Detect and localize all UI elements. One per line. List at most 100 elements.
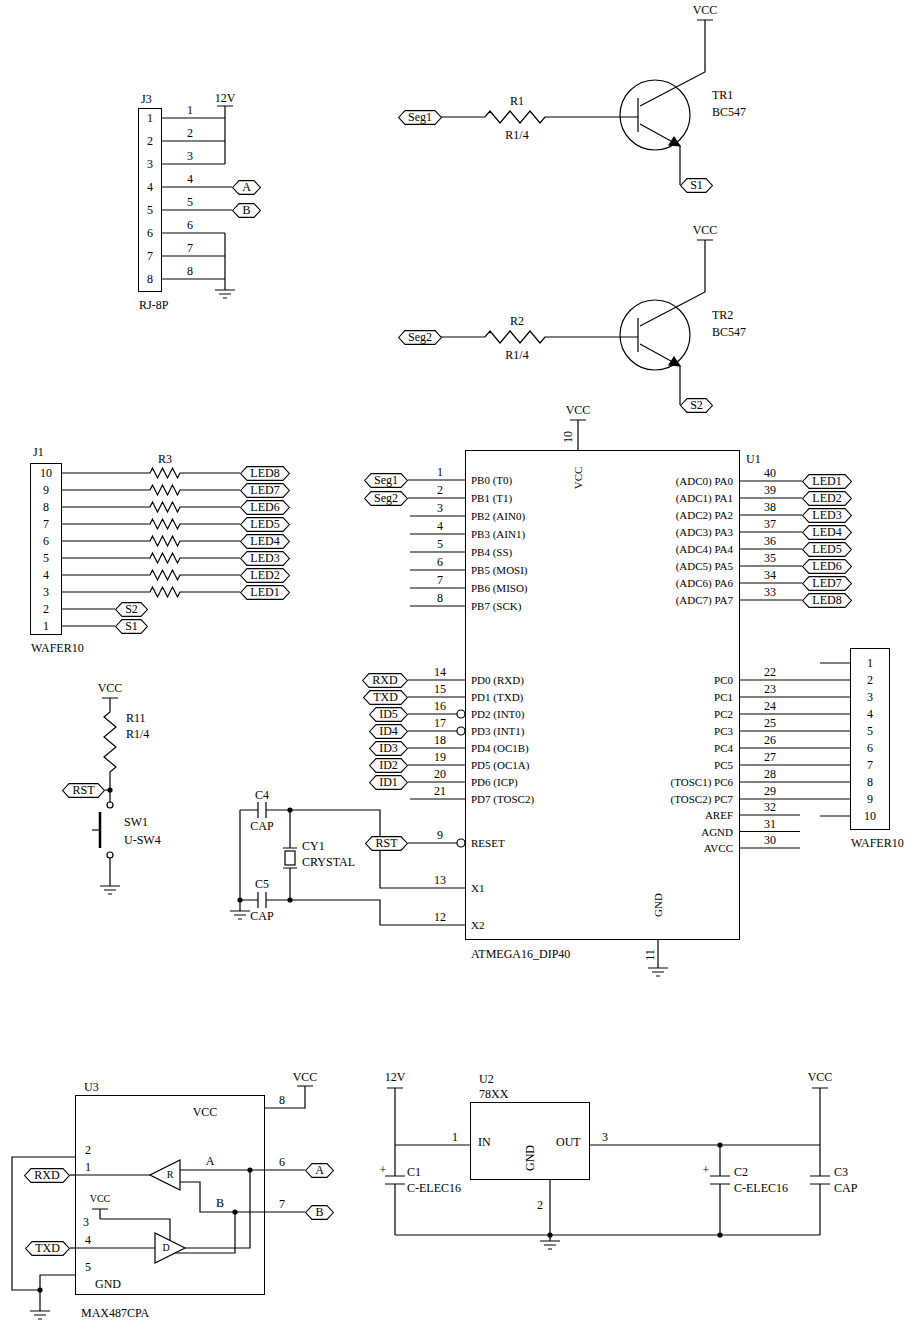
schematic-label: 18 — [434, 734, 446, 746]
ground-symbol — [648, 962, 668, 976]
schematic-label: 12 — [434, 911, 446, 923]
wire — [265, 1211, 305, 1212]
schematic-label: 21 — [434, 785, 446, 797]
schematic-label: C4 — [255, 789, 269, 801]
part-name: J1 — [33, 446, 44, 458]
net-flag-outline — [370, 724, 408, 738]
net-label: S2 — [115, 602, 148, 617]
schematic-label: TR2 — [712, 309, 733, 321]
part-name: WAFER10 — [851, 837, 904, 849]
schematic-label: 9 — [437, 829, 443, 841]
net-label: ID2 — [369, 758, 408, 773]
net-name: LED3 — [250, 552, 279, 564]
schematic-label: R1 — [510, 95, 524, 107]
net-label: LED4 — [802, 525, 852, 540]
wire — [408, 497, 465, 498]
net-name: LED6 — [812, 560, 841, 572]
wire — [740, 531, 802, 532]
capacitor-symbol — [258, 802, 266, 908]
schematic-label: PD3 (INT1) — [471, 726, 524, 737]
part-name: ATMEGA16_DIP40 — [471, 948, 570, 960]
net-label: LED5 — [802, 542, 852, 557]
schematic-label: 28 — [764, 768, 776, 780]
wire — [408, 479, 465, 480]
schematic-label: PD5 (OC1A) — [471, 760, 529, 771]
schematic-label: 9 — [43, 484, 49, 496]
transistor-arrow — [669, 357, 680, 366]
schematic-label: VCC — [693, 4, 718, 16]
schematic-label: 17 — [434, 717, 446, 729]
schematic-label: 4 — [147, 181, 153, 193]
transistor-arrow — [669, 137, 680, 146]
schematic-label: A — [206, 1155, 215, 1167]
net-name: LED5 — [250, 518, 279, 530]
schematic-label: BC547 — [712, 326, 746, 338]
schematic-label: PB7 (SCK) — [471, 601, 521, 612]
net-name: LED6 — [250, 501, 279, 513]
part-name: J3 — [141, 93, 152, 105]
power-symbol — [387, 1088, 403, 1098]
transistor-symbol — [620, 80, 690, 150]
net-name: B — [315, 1206, 323, 1218]
net-label: ID1 — [369, 775, 408, 790]
schematic-label: 2 — [85, 1144, 91, 1156]
schematic-label: CAP — [250, 910, 273, 922]
wire — [740, 798, 850, 799]
net-label: RXD — [24, 1168, 70, 1183]
net-flag-outline — [803, 593, 852, 607]
transistor-symbol — [620, 300, 690, 370]
part-name: RJ-8P — [139, 299, 168, 311]
net-label: B — [305, 1205, 334, 1220]
net-name: S2 — [125, 603, 138, 615]
ground-symbol — [215, 284, 235, 298]
schematic-label: CAP — [834, 1182, 857, 1194]
net-label: ID4 — [369, 724, 408, 739]
schematic-label: R — [167, 1170, 174, 1180]
net-label: LED6 — [240, 500, 290, 515]
schematic-label: 5 — [187, 196, 193, 208]
net-label: RXD — [362, 673, 408, 688]
schematic-label: 30 — [764, 834, 776, 846]
schematic-label: 39 — [764, 484, 776, 496]
wire — [740, 696, 850, 697]
net-name: LED1 — [812, 475, 841, 487]
wire — [740, 599, 802, 600]
schematic-label: PD7 (TOSC2) — [471, 794, 534, 805]
schematic-label: VCC — [90, 1194, 111, 1204]
schematic-label: 2 — [187, 127, 193, 139]
net-flag-outline — [63, 783, 105, 797]
schematic-label: C5 — [255, 878, 269, 890]
schematic-label: VCC — [808, 1071, 833, 1083]
net-flag-outline — [399, 330, 442, 344]
schematic-label: 6 — [279, 1156, 285, 1168]
net-label: A — [232, 180, 261, 195]
schematic-label: PD0 (RXD) — [471, 675, 524, 686]
part-name: 78XX — [479, 1088, 508, 1100]
net-name: LED8 — [250, 467, 279, 479]
wire — [395, 1098, 820, 1235]
schematic-label: C-ELEC16 — [407, 1182, 461, 1194]
schematic-label: 6 — [43, 535, 49, 547]
schematic-label: AVCC — [704, 843, 733, 854]
net-label: S1 — [680, 178, 713, 193]
net-flag-outline — [681, 398, 713, 412]
schematic-label: (ADC2) PA2 — [676, 510, 733, 521]
net-flag-outline — [241, 534, 290, 548]
driver-symbol — [155, 1233, 185, 1263]
schematic-label: PD2 (INT0) — [471, 709, 524, 720]
net-label: RST — [365, 836, 408, 851]
schematic-label: 5 — [85, 1261, 91, 1273]
schematic-label: 5 — [43, 552, 49, 564]
wire — [12, 1096, 305, 1305]
net-flag-outline — [803, 491, 852, 505]
wire — [408, 679, 465, 680]
net-flag-outline — [233, 203, 261, 217]
net-name: LED3 — [812, 509, 841, 521]
net-label: LED5 — [240, 517, 290, 532]
schematic-label: C2 — [734, 1166, 748, 1178]
schematic-label: 16 — [434, 700, 446, 712]
wire — [740, 497, 802, 498]
schematic-label: PB0 (T0) — [471, 475, 512, 486]
schematic-label: 38 — [764, 501, 776, 513]
schematic-label: 9 — [867, 793, 873, 805]
